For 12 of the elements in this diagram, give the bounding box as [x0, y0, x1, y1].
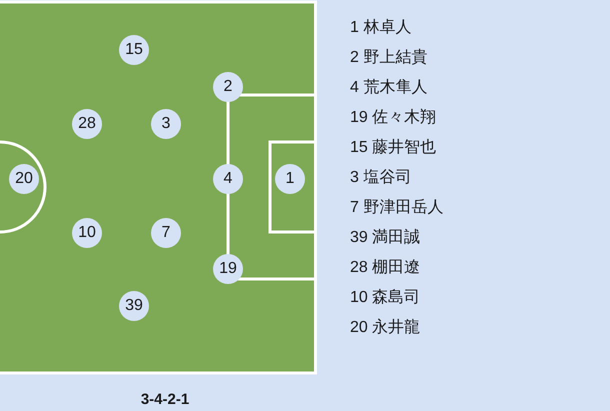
roster-entry: 15 藤井智也: [350, 138, 436, 158]
roster-entry: 3 塩谷司: [350, 168, 412, 188]
roster-entry: 20 永井龍: [350, 318, 420, 338]
roster-entry: 39 満田誠: [350, 228, 420, 248]
roster-entry: 19 佐々木翔: [350, 108, 436, 128]
formation-caption: 3-4-2-1: [140, 391, 190, 409]
roster-entry: 4 荒木隼人: [350, 78, 428, 98]
roster-entry: 2 野上結貴: [350, 48, 428, 68]
roster-entry: 28 棚田遼: [350, 258, 420, 278]
roster-entry: 7 野津田岳人: [350, 198, 444, 218]
roster-entry: 1 林卓人: [350, 18, 412, 38]
roster-entry: 10 森島司: [350, 288, 420, 308]
